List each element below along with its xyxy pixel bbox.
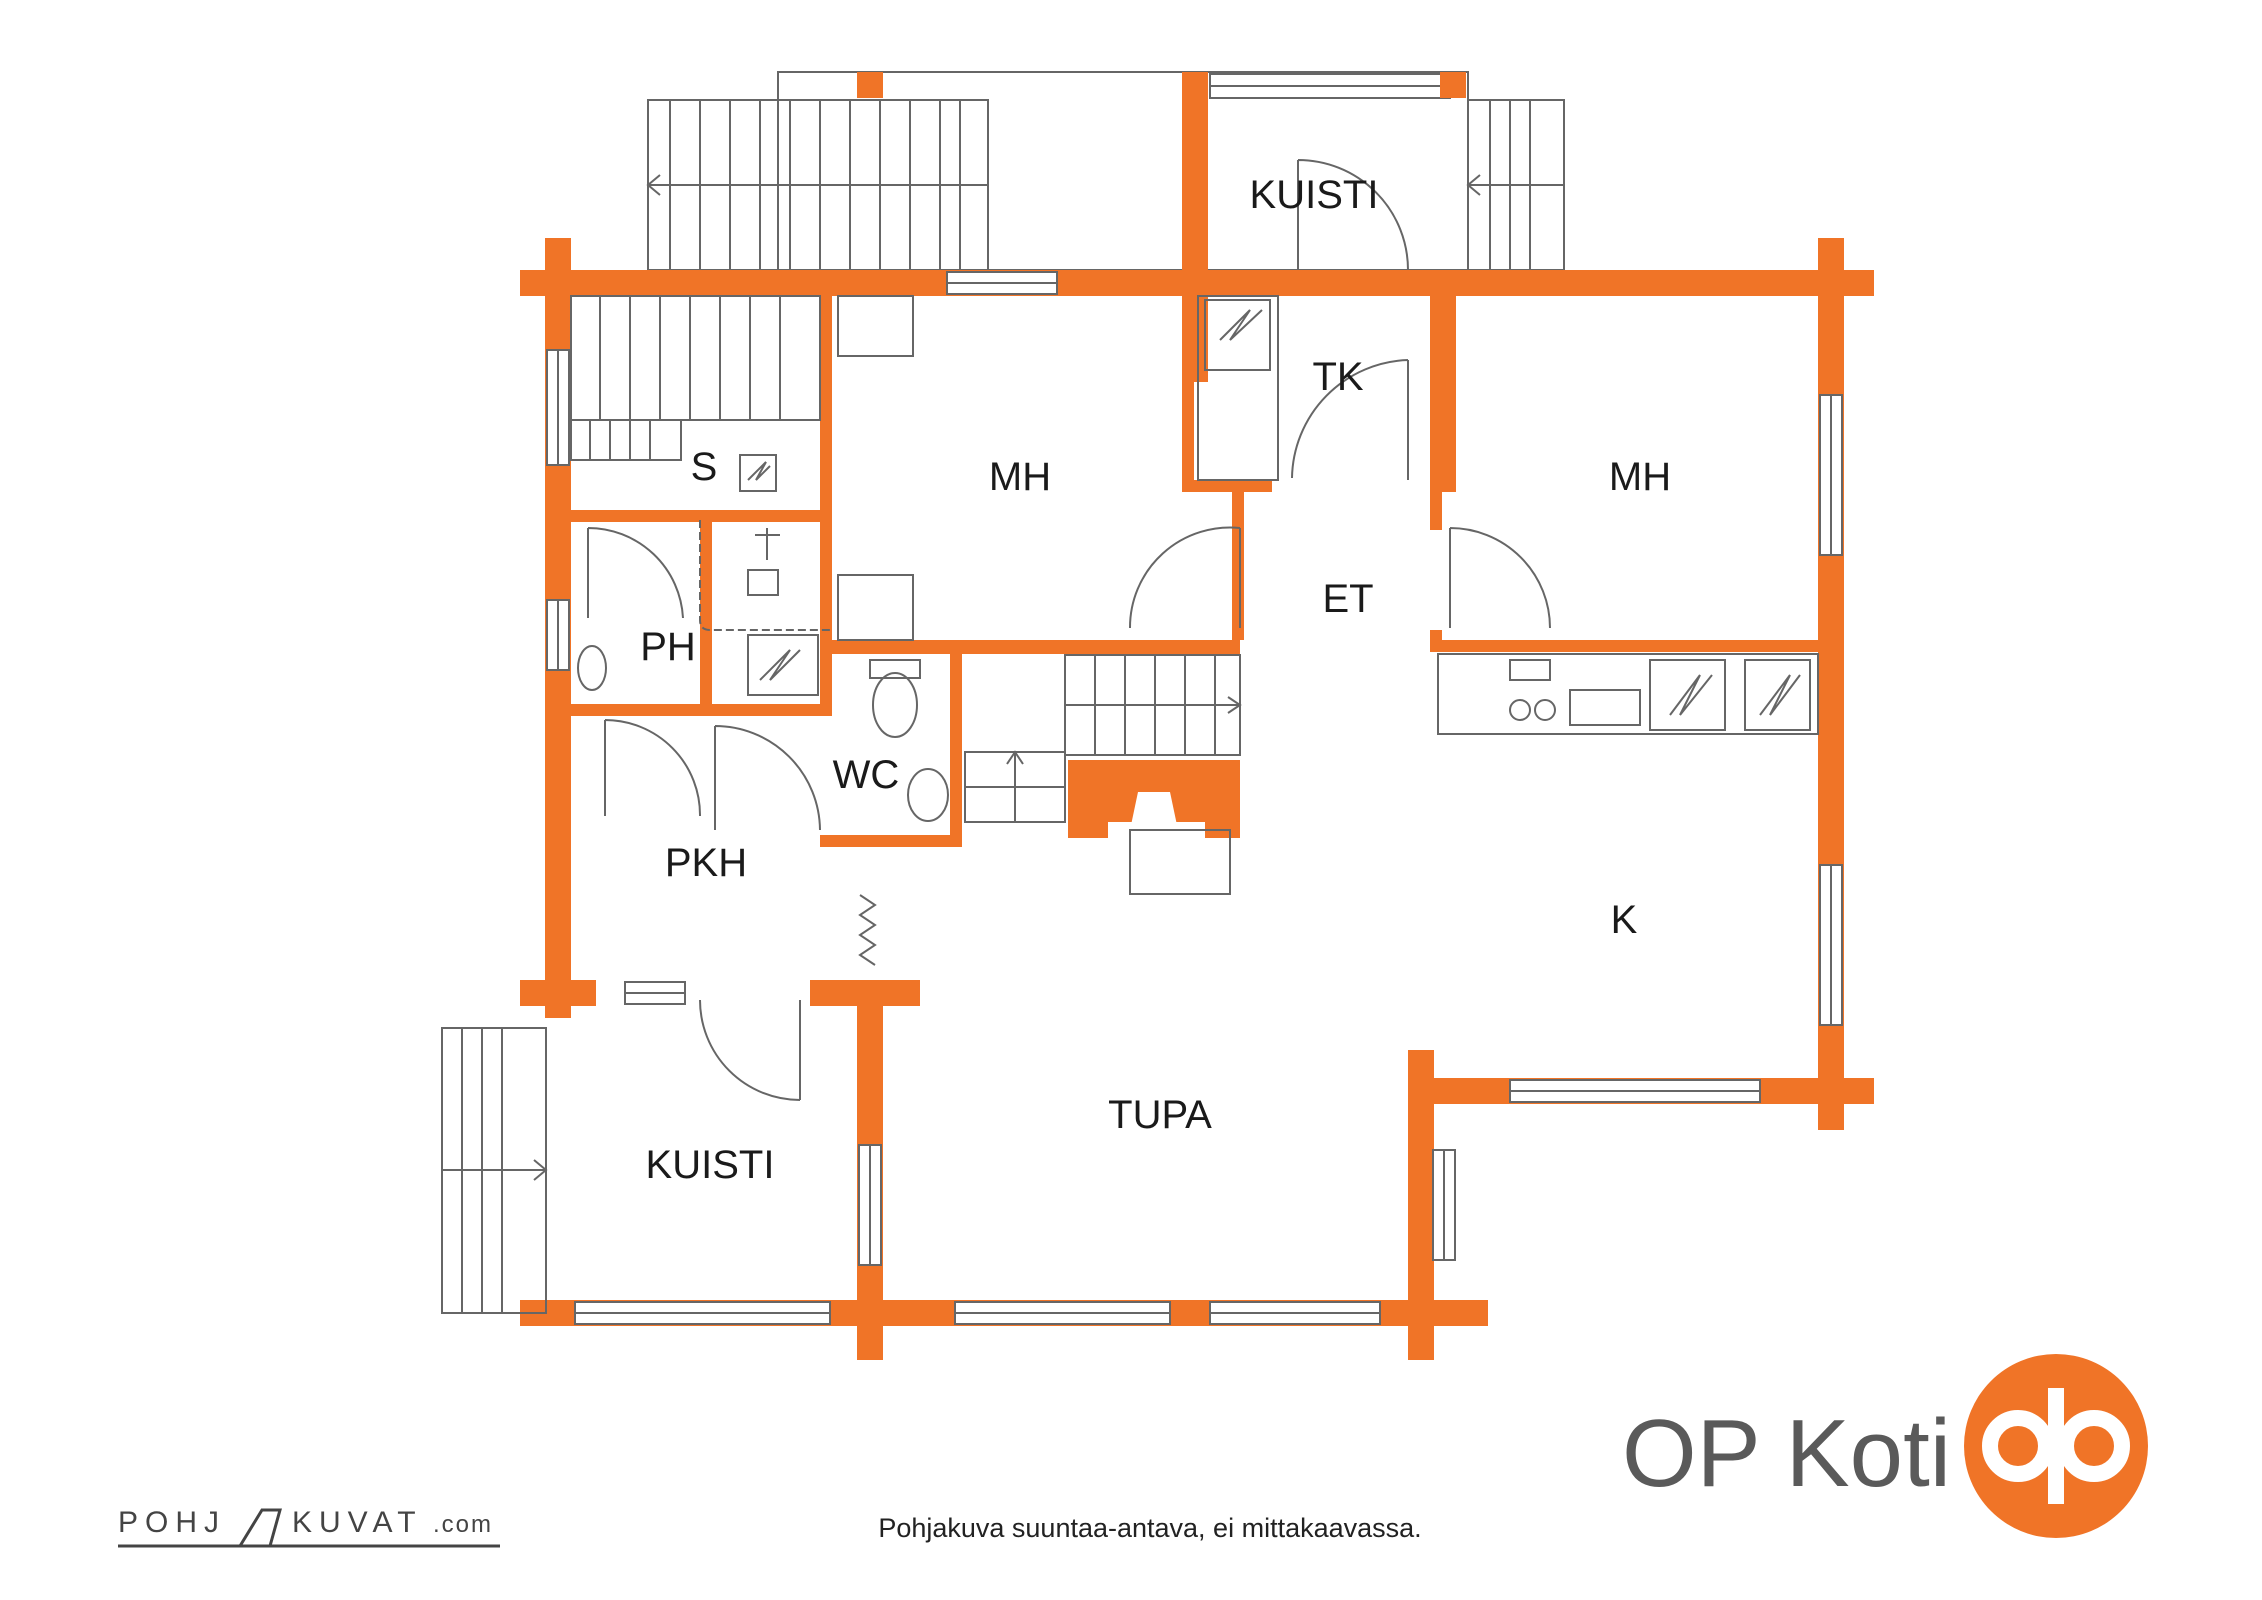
room-k: K: [1611, 898, 1638, 942]
windows: [546, 271, 1843, 1325]
room-tk: TK: [1312, 355, 1363, 399]
credit-suffix: .com: [433, 1511, 493, 1538]
bottom-porch: [441, 1027, 548, 1314]
room-pkh: PKH: [665, 841, 747, 885]
top-porch: [646, 71, 1565, 271]
interior-walls: [571, 290, 1830, 847]
fireplace: [1068, 760, 1240, 895]
room-wc: WC: [833, 753, 900, 797]
fixtures: [577, 295, 1819, 822]
room-ph: PH: [640, 625, 696, 669]
room-kuisti-top: KUISTI: [1250, 173, 1379, 217]
room-tupa: TUPA: [1108, 1093, 1212, 1137]
door-swings: [587, 159, 1551, 1101]
credit-left: POHJ: [118, 1506, 226, 1539]
pohjakuvat-logo: POHJ KUVAT .com: [118, 1506, 500, 1548]
room-mh-right: MH: [1609, 455, 1671, 499]
disclaimer-note: Pohjakuva suuntaa-antava, ei mittakaavas…: [878, 1513, 1421, 1543]
sauna-benches: [570, 295, 821, 492]
room-s: S: [691, 445, 718, 489]
credit-right: KUVAT: [292, 1506, 423, 1539]
op-logo-icon: [1964, 1354, 2148, 1538]
room-kuisti-bottom: KUISTI: [646, 1143, 775, 1187]
stairs: [964, 654, 1242, 823]
room-et: ET: [1322, 577, 1373, 621]
room-mh-left: MH: [989, 455, 1051, 499]
brand-name: OP Koti: [1622, 1400, 1951, 1507]
